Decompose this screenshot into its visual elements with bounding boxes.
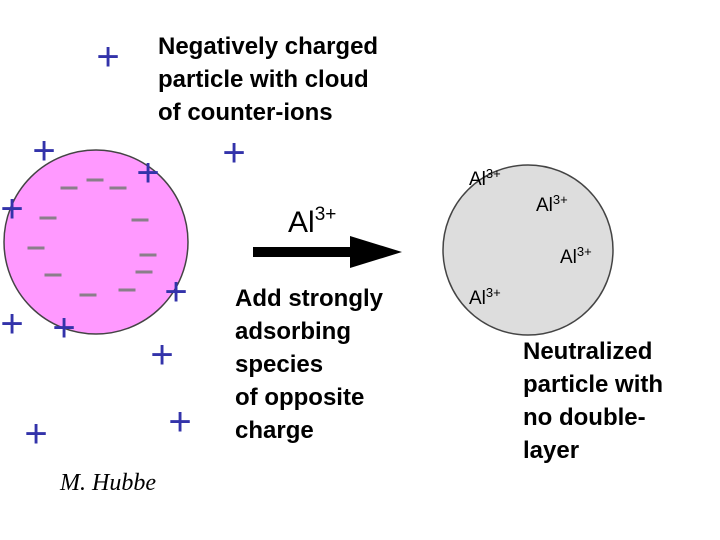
reagent-symbol: Al: [288, 206, 315, 239]
arrow-shaft: [253, 247, 353, 257]
plus-ion: +: [168, 400, 192, 444]
result-caption: Neutralized particle with no double- lay…: [523, 338, 664, 464]
plus-ion: +: [0, 187, 24, 231]
neutralized-particle-circle: [442, 164, 614, 336]
plus-ion: +: [96, 35, 120, 79]
reagent-label: Al3+: [288, 205, 336, 239]
adsorbed-ion-symbol: Al: [536, 195, 553, 216]
minus-charge: [27, 246, 45, 250]
adsorbed-ion-charge: 3+: [552, 192, 568, 207]
minus-charge: [139, 253, 157, 257]
top-caption: Negatively charged particle with cloud o…: [158, 33, 379, 126]
minus-charge: [79, 293, 97, 297]
adsorbed-ion: Al3+: [560, 245, 592, 268]
adsorbed-ion: Al3+: [469, 286, 501, 309]
adsorbed-ion-charge: 3+: [485, 166, 501, 181]
plus-ion: +: [136, 151, 160, 195]
adsorbed-ion-charge: 3+: [576, 244, 592, 259]
minus-charge: [39, 216, 57, 220]
reaction-arrow: [253, 236, 402, 268]
adsorbed-ion-symbol: Al: [469, 169, 486, 190]
adsorbed-ion: Al3+: [536, 193, 568, 216]
plus-ion: +: [52, 306, 76, 350]
minus-charge: [60, 186, 78, 190]
plus-ion: +: [0, 302, 24, 346]
minus-charge: [86, 178, 104, 182]
plus-ion: +: [150, 333, 174, 377]
plus-ion: +: [222, 131, 246, 175]
charged-particle-circle: [3, 149, 189, 335]
adsorbed-ion: Al3+: [469, 167, 501, 190]
adsorbed-ion-charge: 3+: [485, 285, 501, 300]
minus-charge: [44, 273, 62, 277]
plus-ion: +: [24, 412, 48, 456]
adsorbed-ion-symbol: Al: [469, 288, 486, 309]
adsorbed-ion-symbol: Al: [560, 247, 577, 268]
plus-ion: +: [32, 129, 56, 173]
plus-ion: +: [164, 270, 188, 314]
minus-charge: [131, 218, 149, 222]
author-credit: M. Hubbe: [60, 470, 156, 496]
minus-charge: [118, 288, 136, 292]
arrow-head: [350, 236, 402, 268]
add-caption: Add strongly adsorbing species of opposi…: [235, 285, 383, 444]
reagent-charge: 3+: [314, 204, 337, 225]
minus-charge: [135, 270, 153, 274]
minus-charge: [109, 186, 127, 190]
